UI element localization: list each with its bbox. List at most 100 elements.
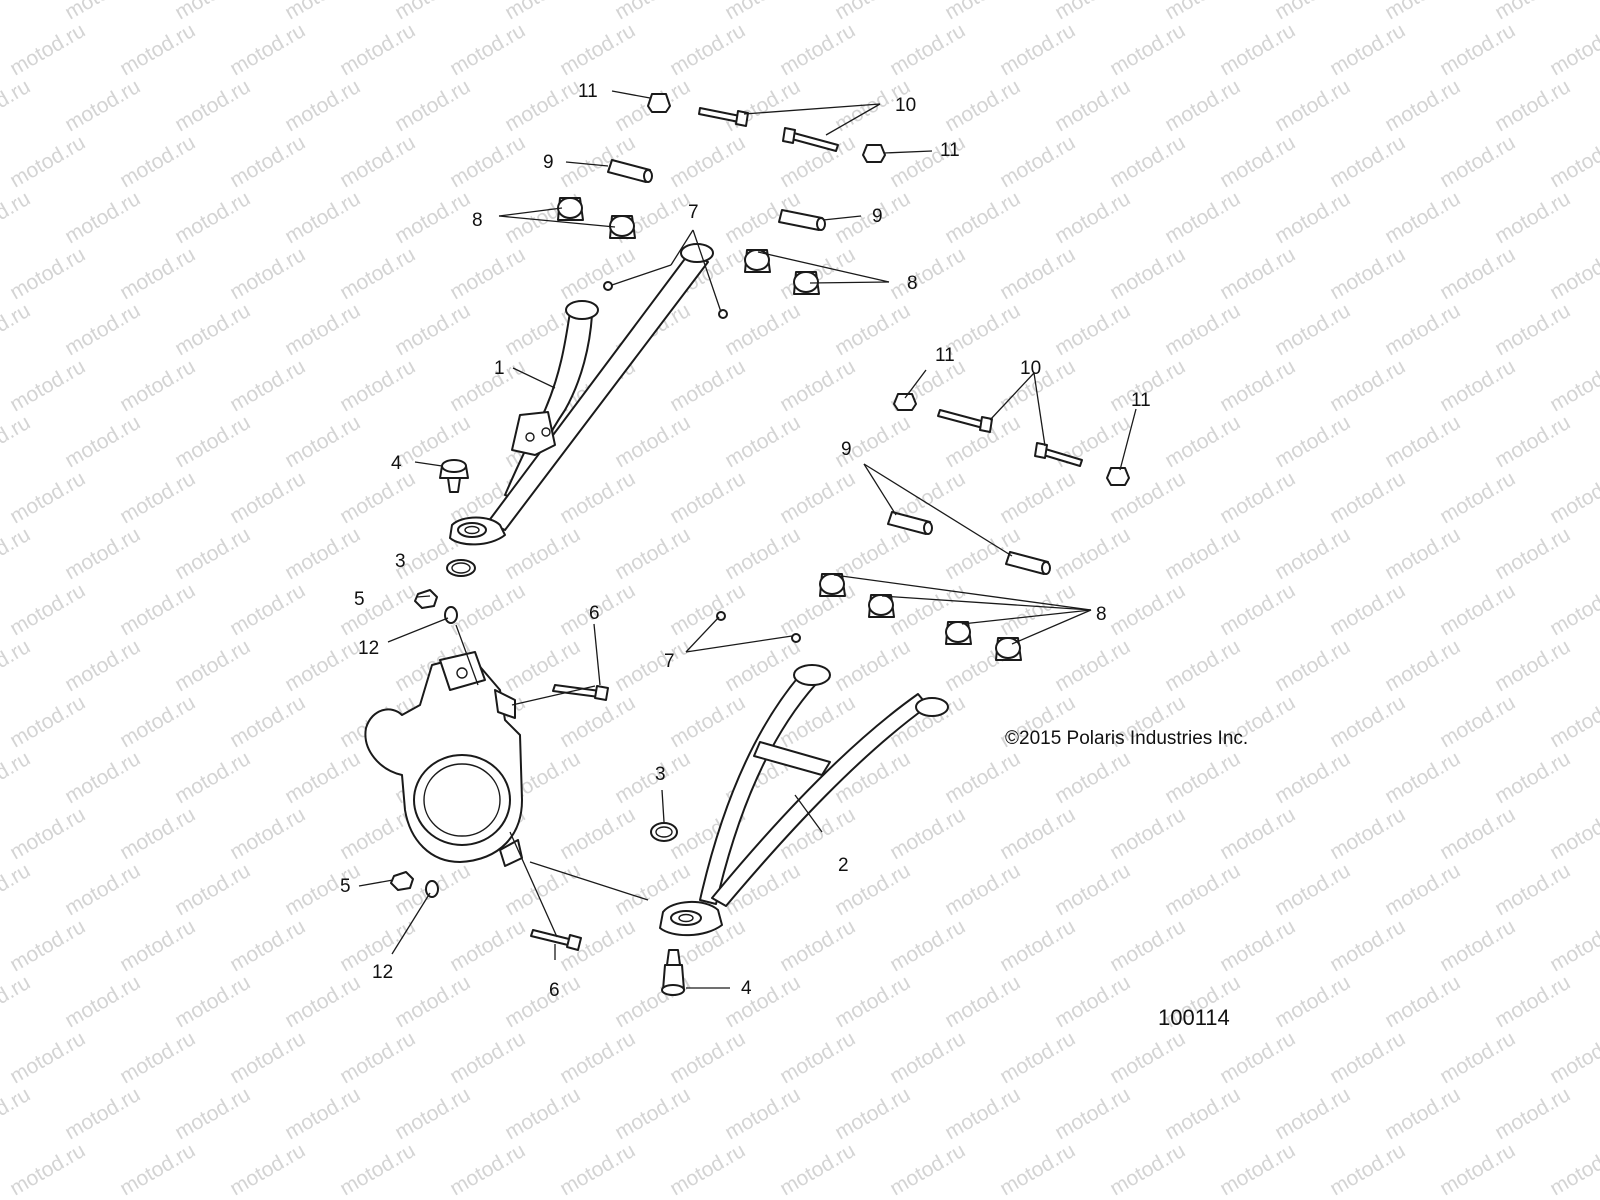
watermark-text: motod.ru: [6, 131, 89, 192]
watermark-text: motod.ru: [116, 467, 199, 528]
watermark-text: motod.ru: [666, 579, 749, 640]
watermark-text: motod.ru: [226, 1027, 309, 1088]
watermark-text: motod.ru: [501, 75, 584, 136]
watermark-text: motod.ru: [446, 355, 529, 416]
watermark-text: motod.ru: [886, 803, 969, 864]
watermark-text: motod.ru: [61, 411, 144, 472]
watermark-text: motod.ru: [61, 635, 144, 696]
watermark-text: motod.ru: [61, 299, 144, 360]
watermark-text: motod.ru: [1051, 523, 1134, 584]
callout-8: 8: [472, 210, 483, 231]
watermark-text: motod.ru: [501, 971, 584, 1032]
watermark-text: motod.ru: [666, 691, 749, 752]
watermark-text: motod.ru: [1491, 859, 1574, 920]
watermark-text: motod.ru: [1546, 915, 1600, 976]
washer-upper: [444, 606, 458, 624]
callout-6: 6: [589, 603, 600, 624]
watermark-text: motod.ru: [1326, 691, 1409, 752]
watermark-text: motod.ru: [226, 467, 309, 528]
watermark-text: motod.ru: [1106, 803, 1189, 864]
watermark-text: motod.ru: [1161, 411, 1244, 472]
watermark-text: motod.ru: [1381, 1083, 1464, 1144]
watermark-text: motod.ru: [1326, 131, 1409, 192]
watermark-text: motod.ru: [721, 971, 804, 1032]
retaining-ring-lower: [650, 822, 678, 842]
watermark-text: motod.ru: [116, 1027, 199, 1088]
watermark-text: motod.ru: [1326, 19, 1409, 80]
callout-11: 11: [578, 81, 598, 102]
watermark-text: motod.ru: [61, 187, 144, 248]
watermark-text: motod.ru: [1326, 579, 1409, 640]
watermark-text: motod.ru: [281, 859, 364, 920]
watermark-text: motod.ru: [171, 411, 254, 472]
watermark-text: motod.ru: [171, 299, 254, 360]
watermark-text: motod.ru: [1546, 1139, 1600, 1200]
watermark-text: motod.ru: [941, 747, 1024, 808]
watermark-text: motod.ru: [6, 467, 89, 528]
watermark-text: motod.ru: [1271, 747, 1354, 808]
watermark-text: motod.ru: [721, 523, 804, 584]
watermark-text: motod.ru: [116, 691, 199, 752]
watermark-text: motod.ru: [996, 803, 1079, 864]
hardware: [390, 93, 1130, 996]
watermark-text: motod.ru: [336, 467, 419, 528]
watermark-text: motod.ru: [0, 187, 34, 248]
watermark-text: motod.ru: [1381, 971, 1464, 1032]
watermark-text: motod.ru: [1271, 299, 1354, 360]
watermark-text: motod.ru: [1546, 19, 1600, 80]
bushing-set: [557, 197, 1022, 661]
watermark-text: motod.ru: [61, 747, 144, 808]
watermark-text: motod.ru: [996, 467, 1079, 528]
callout-3: 3: [395, 551, 406, 572]
watermark-text: motod.ru: [1161, 1083, 1244, 1144]
sleeve-set: [607, 159, 1051, 575]
watermark-text: motod.ru: [1546, 1027, 1600, 1088]
watermark-text: motod.ru: [0, 747, 34, 808]
copyright-notice: ©2015 Polaris Industries Inc.: [1005, 728, 1248, 749]
watermark-text: motod.ru: [996, 1027, 1079, 1088]
watermark-text: motod.ru: [116, 579, 199, 640]
watermark-text: motod.ru: [281, 75, 364, 136]
watermark-text: motod.ru: [886, 1027, 969, 1088]
watermark-text: motod.ru: [1436, 19, 1519, 80]
washer-lower: [425, 880, 439, 898]
watermark-text: motod.ru: [1436, 243, 1519, 304]
watermark-text: motod.ru: [1436, 803, 1519, 864]
watermark-text: motod.ru: [6, 243, 89, 304]
watermark-text: motod.ru: [1491, 971, 1574, 1032]
watermark-text: motod.ru: [831, 523, 914, 584]
nut-lower: [390, 871, 414, 891]
watermark-text: motod.ru: [886, 19, 969, 80]
watermark-text: motod.ru: [611, 635, 694, 696]
watermark-text: motod.ru: [1491, 411, 1574, 472]
lock-nut-set: [647, 93, 1130, 486]
watermark-text: motod.ru: [1216, 803, 1299, 864]
watermark-text: motod.ru: [61, 859, 144, 920]
watermark-text: motod.ru: [116, 803, 199, 864]
watermark-text: motod.ru: [446, 131, 529, 192]
watermark-text: motod.ru: [1161, 523, 1244, 584]
watermark-text: motod.ru: [1491, 75, 1574, 136]
watermark-text: motod.ru: [501, 859, 584, 920]
callout-9: 9: [872, 206, 883, 227]
callout-labels: 11 10 11 9 8 7 9 8 1 4 11 10 11 9 3 5 6 …: [340, 81, 1151, 1001]
watermark-text: motod.ru: [666, 1027, 749, 1088]
callout-1: 1: [494, 358, 505, 379]
watermark-text: motod.ru: [6, 1139, 89, 1200]
watermark-text: motod.ru: [6, 915, 89, 976]
watermark-text: motod.ru: [501, 1083, 584, 1144]
retaining-ring-upper: [446, 559, 476, 577]
grease-fitting-1: [603, 281, 613, 291]
watermark-text: motod.ru: [1326, 243, 1409, 304]
watermark-text: motod.ru: [61, 1083, 144, 1144]
watermark-text: motod.ru: [776, 1027, 859, 1088]
watermark-text: motod.ru: [996, 915, 1079, 976]
lower-a-arm: [659, 664, 949, 937]
watermark-text: motod.ru: [281, 299, 364, 360]
watermark-text: motod.ru: [0, 411, 34, 472]
watermark-text: motod.ru: [556, 1139, 639, 1200]
watermark-text: motod.ru: [1326, 1139, 1409, 1200]
watermark-text: motod.ru: [1271, 859, 1354, 920]
callout-4: 4: [391, 453, 402, 474]
